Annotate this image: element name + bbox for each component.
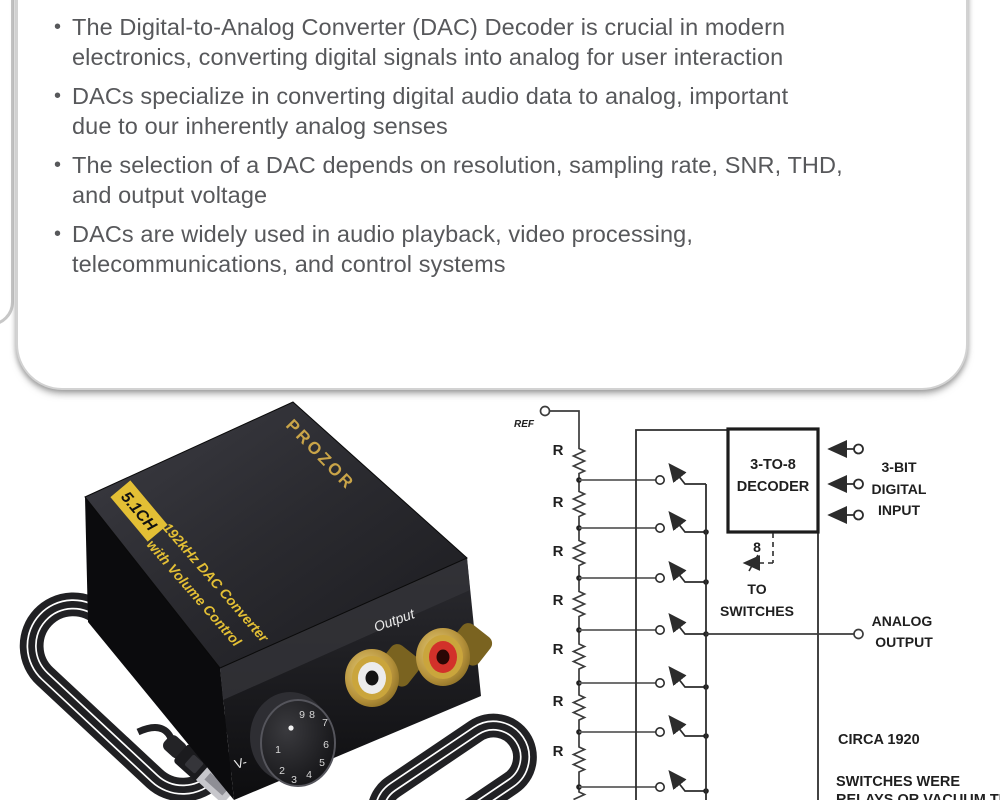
bullet-line: The selection of a DAC depends on resolu… [72,152,843,178]
switch-contact [655,726,666,737]
resistor-label: R [553,743,564,760]
switch-arm [668,714,706,737]
rca-jack-red [416,623,493,686]
rca-jack-white [345,644,422,707]
volume-knob: 1 2 3 4 5 6 7 8 9 [250,692,336,787]
bullet-line: DACs are widely used in audio playback, … [72,221,693,247]
switch-contact [655,677,666,688]
bullet-item: • DACs specialize in converting digital … [54,81,936,141]
bullet-item: • The selection of a DAC depends on reso… [54,150,936,210]
knob-number: 4 [306,769,312,781]
resistor-symbol [571,683,587,732]
resistor-symbol [571,578,587,630]
switch-arm [668,665,706,688]
bullet-text: DACs are widely used in audio playback, … [72,219,693,279]
resistor-symbol [571,528,587,578]
bullet-line: due to our inherently analog senses [72,113,448,139]
knob-number: 6 [323,739,329,751]
analog-output-label-line2: OUTPUT [875,634,933,650]
bullet-line: and output voltage [72,182,268,208]
switch-array-frame [635,429,819,800]
to-switches-label-line2: SWITCHES [720,603,794,619]
resistor-symbol [571,442,587,480]
switch-contact [655,523,666,534]
bullet-line: DACs specialize in converting digital au… [72,83,789,109]
resistor-symbol [571,480,587,528]
vref-terminal [539,405,580,442]
volume-min-label: V- [233,754,249,772]
bullet-icon: • [54,154,62,176]
knob-indicator-dot [288,725,294,731]
decoder-label-line2: DECODER [737,479,810,495]
info-card: • The Digital-to-Analog Converter (DAC) … [16,0,968,390]
analog-output-wire [706,628,864,640]
resistor-label: R [553,494,564,511]
resistor-label: R [553,641,564,658]
switch-contact [655,573,666,584]
switch-contact [655,475,666,486]
dac-circuit-diagram: REF R R R R R R R 3-TO-8 DECODER [500,400,1000,800]
circa-label: CIRCA 1920 [838,732,920,748]
switch-arm [668,462,706,485]
control-bus [742,533,774,572]
switch-arm [668,612,706,635]
switch-arm [668,510,706,533]
product-photo: PROZOR 5.1CH 192kHz DAC Converter with V… [0,400,540,800]
bullet-text: The Digital-to-Analog Converter (DAC) De… [72,12,785,72]
digital-input-label-line2: DIGITAL [872,481,927,497]
knob-number: 9 [299,709,305,721]
digital-inputs [827,440,864,524]
resistor-label: R [553,543,564,560]
resistor-label: R [553,442,564,459]
bullet-line: electronics, converting digital signals … [72,44,784,70]
bullet-item: • The Digital-to-Analog Converter (DAC) … [54,12,936,72]
bullet-icon: • [54,223,62,245]
kelvin-divider-schematic: REF R R R R R R R 3-TO-8 DECODER [514,405,1000,800]
to-switches-label-line1: TO [747,581,766,597]
bullet-item: • DACs are widely used in audio playback… [54,219,936,279]
note-line1: SWITCHES WERE [836,774,960,790]
bus-width-label: 8 [753,539,761,555]
resistor-label: R [553,693,564,710]
bullet-text: The selection of a DAC depends on resolu… [72,150,843,210]
vref-label: REF [514,419,535,430]
note-line2: RELAYS OR VACUUM TUBES [836,792,1000,800]
switch-contact [655,625,666,636]
bullet-icon: • [54,85,62,107]
decoder-label-line1: 3-TO-8 [750,457,796,473]
knob-number: 5 [319,757,325,769]
resistor-symbol [571,630,587,683]
knob-number: 1 [275,744,281,756]
bullet-line: telecommunications, and control systems [72,251,506,277]
knob-number: 2 [279,765,285,777]
knob-number: 7 [322,717,328,729]
audio-cable-coil [367,713,537,800]
switch-contact [655,781,666,792]
resistor-ladder-and-switches [571,442,709,800]
bullet-line: The Digital-to-Analog Converter (DAC) De… [72,14,786,40]
bullet-icon: • [54,16,62,38]
knob-number: 3 [291,774,297,786]
dac-box: PROZOR 5.1CH 192kHz DAC Converter with V… [84,401,493,800]
analog-output-label-line1: ANALOG [872,613,933,629]
stacked-card-edge [0,0,14,326]
dac-product-illustration: PROZOR 5.1CH 192kHz DAC Converter with V… [19,401,537,800]
switch-arm [668,769,706,792]
switch-arm [668,560,706,583]
decoder-box: 3-TO-8 DECODER [726,427,820,534]
resistor-symbol [571,732,587,787]
digital-input-label-line3: INPUT [878,502,920,518]
resistor-label: R [553,592,564,609]
knob-number: 8 [309,709,315,721]
usb-connector-icon [163,735,237,800]
bullet-text: DACs specialize in converting digital au… [72,81,788,141]
digital-input-label-line1: 3-BIT [882,459,917,475]
